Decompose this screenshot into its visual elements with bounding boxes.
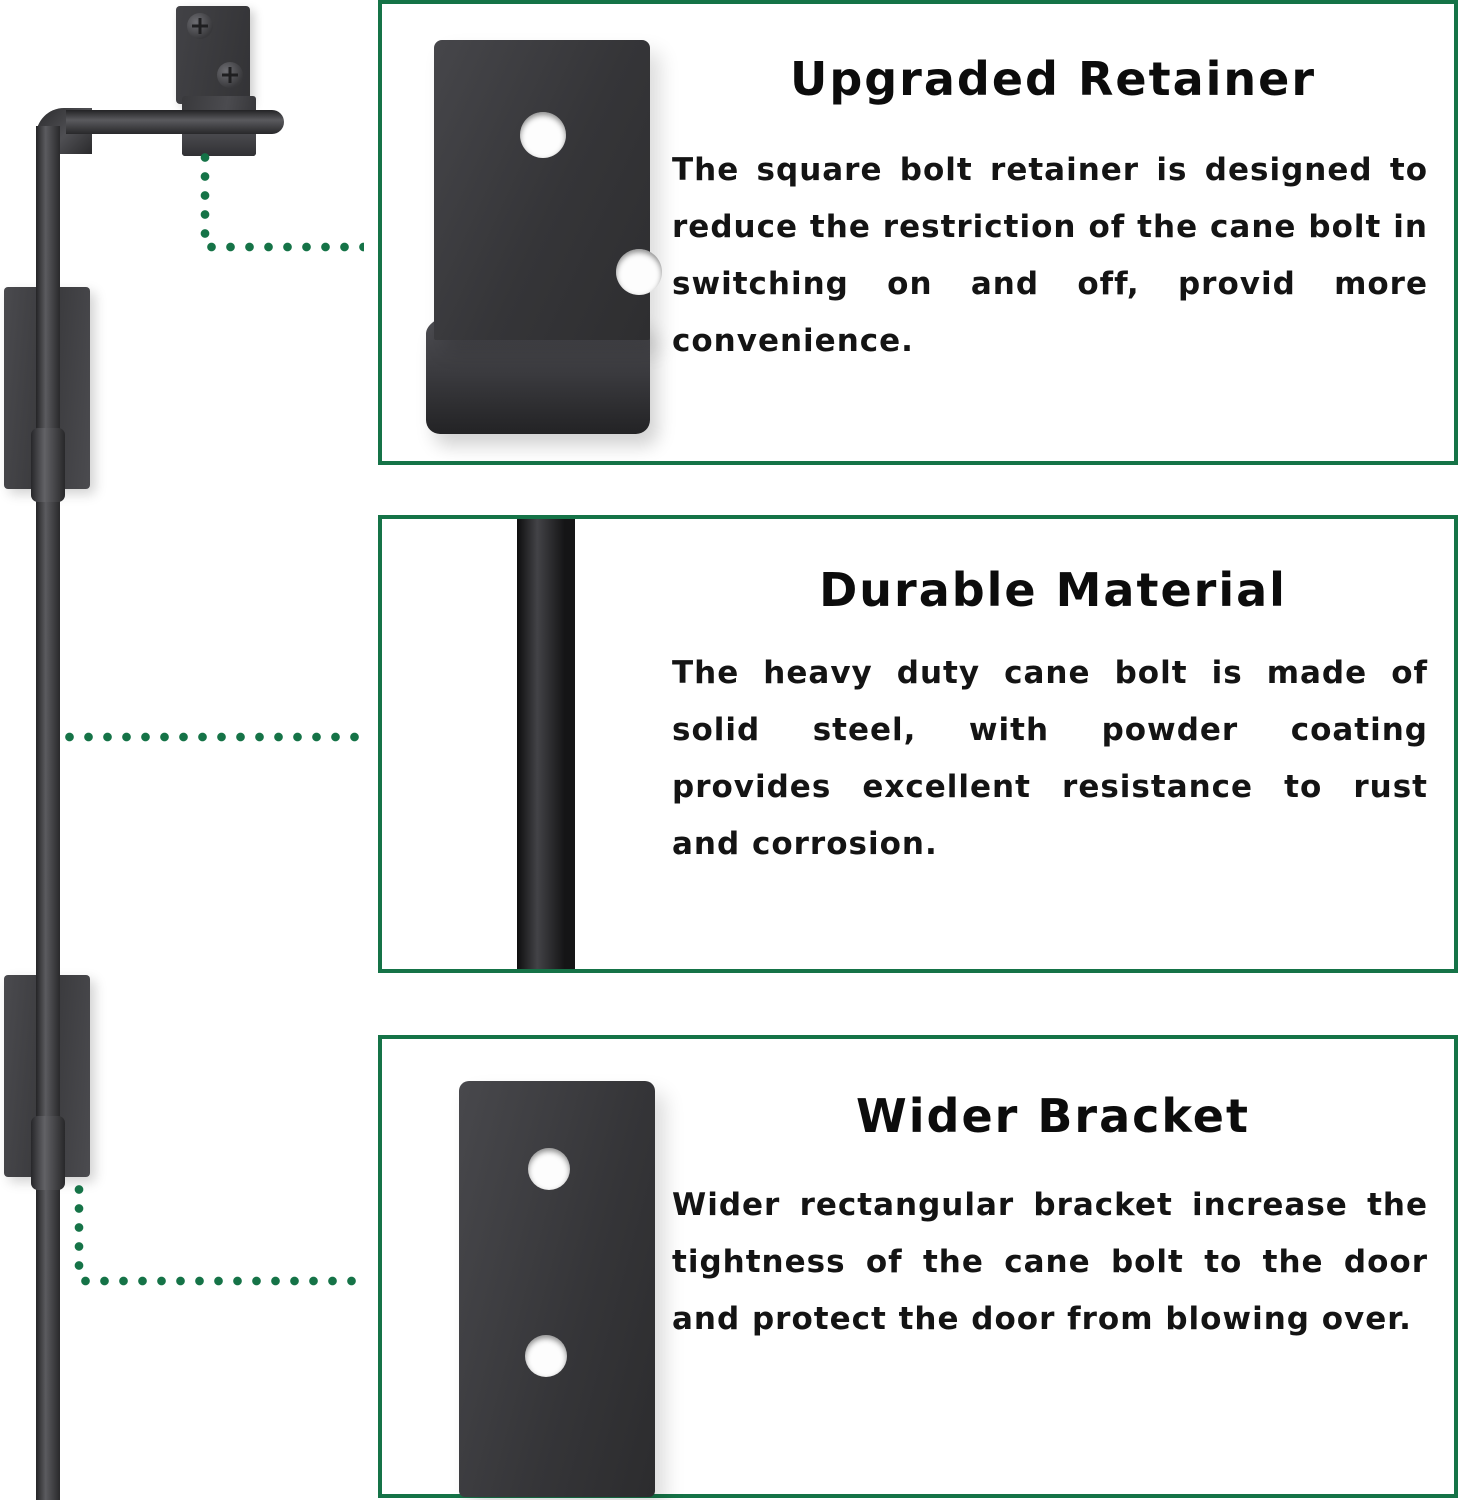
screw-icon — [217, 62, 243, 88]
upper-bracket-sleeve — [31, 428, 65, 502]
rod-shaft — [36, 126, 60, 1500]
screw-hole — [528, 1148, 570, 1190]
leader-line-bracket-horizontal — [76, 1276, 364, 1286]
retainer-plate-closeup — [434, 40, 662, 340]
bracket-plate-closeup — [459, 1081, 655, 1497]
steel-rod-closeup — [517, 519, 575, 969]
screw-hole — [616, 249, 662, 295]
feature-box-durable-material: Durable Material The heavy duty cane bol… — [378, 515, 1458, 973]
section-body: Wider rectangular bracket increase the t… — [672, 1187, 1428, 1338]
feature-box-upgraded-retainer: Upgraded Retainer The square bolt retain… — [378, 0, 1458, 465]
leader-line-bracket-vertical — [74, 1180, 84, 1280]
rod-handle — [66, 110, 284, 134]
bolt-retainer-guide-front — [182, 134, 256, 156]
leader-line-retainer-vertical — [200, 148, 210, 248]
section-body: The square bolt retainer is designed to … — [672, 152, 1428, 360]
screw-icon — [187, 13, 213, 39]
section-heading: Wider Bracket — [856, 1089, 1250, 1143]
lower-bracket-sleeve — [31, 1116, 65, 1190]
feature-box-wider-bracket: Wider Bracket Wider rectangular bracket … — [378, 1035, 1458, 1498]
screw-hole — [525, 1335, 567, 1377]
section-body: The heavy duty cane bolt is made of soli… — [672, 655, 1428, 863]
leader-line-retainer-horizontal — [202, 242, 364, 252]
leader-line-material — [60, 732, 362, 742]
screw-hole — [520, 112, 566, 158]
section-heading: Upgraded Retainer — [789, 52, 1317, 106]
section-heading: Durable Material — [819, 563, 1287, 617]
